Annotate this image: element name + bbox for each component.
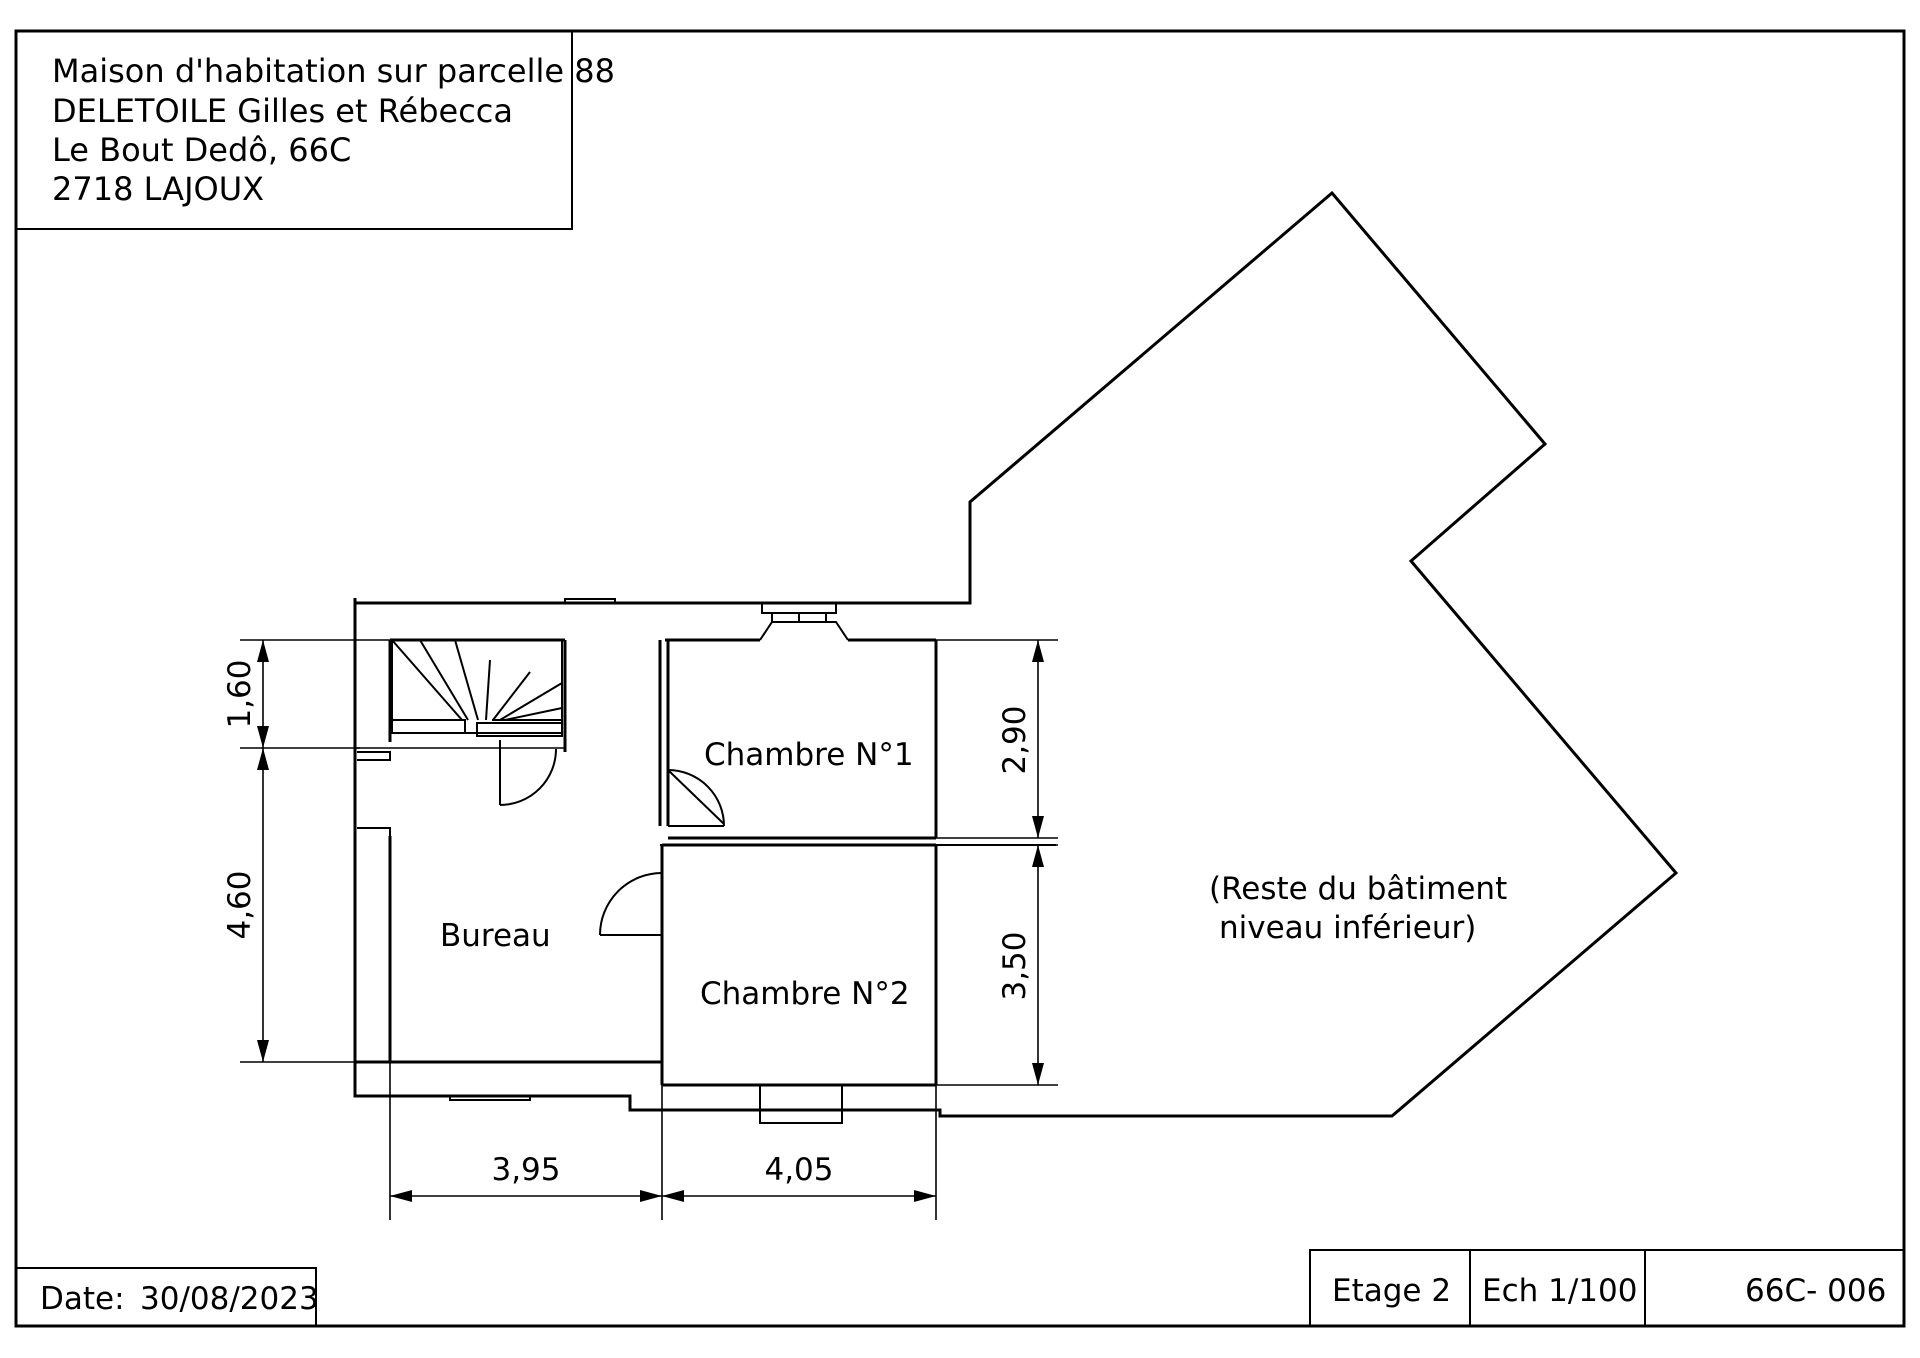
room-chambre-1: Chambre N°1 [704, 737, 914, 773]
dim-bottom-left: 3,95 [491, 1152, 560, 1188]
footer-info-box: Etage 2 Ech 1/100 66C- 006 [1309, 1249, 1904, 1326]
footer-date-box: Date: 30/08/2023 [16, 1267, 319, 1326]
dim-bottom-right: 4,05 [764, 1152, 833, 1188]
room-bureau: Bureau [440, 918, 551, 954]
dim-right-top: 2,90 [997, 705, 1033, 774]
title-block: Maison d'habitation sur parcelle 88 DELE… [16, 31, 615, 230]
dim-right-bottom: 3,50 [997, 931, 1033, 1000]
room-chambre-2: Chambre N°2 [700, 976, 910, 1012]
title-line-4: 2718 LAJOUX [52, 170, 264, 208]
note-lower-level-1: (Reste du bâtiment [1209, 871, 1507, 907]
left-dimensions: 1,60 4,60 [222, 639, 392, 1063]
title-line-2: DELETOILE Gilles et Rébecca [52, 92, 513, 130]
scale-label: Ech 1/100 [1482, 1273, 1637, 1309]
note-lower-level-2: niveau inférieur) [1219, 910, 1476, 946]
title-line-1: Maison d'habitation sur parcelle 88 [52, 52, 615, 90]
reference-label: 66C- 006 [1745, 1273, 1886, 1309]
floor-label: Etage 2 [1332, 1273, 1451, 1309]
right-dimensions: 2,90 3,50 [936, 639, 1058, 1086]
building-outline [353, 190, 1679, 1118]
upper-floor-rooms [353, 598, 1056, 1124]
dim-left-bottom: 4,60 [222, 870, 258, 939]
title-line-3: Le Bout Dedô, 66C [52, 131, 351, 169]
bottom-dimensions: 3,95 4,05 [389, 1062, 937, 1220]
date-label: Date: [40, 1281, 125, 1317]
date-value: 30/08/2023 [140, 1281, 319, 1317]
sheet-border [14, 29, 1906, 1328]
dim-left-top: 1,60 [222, 659, 258, 728]
